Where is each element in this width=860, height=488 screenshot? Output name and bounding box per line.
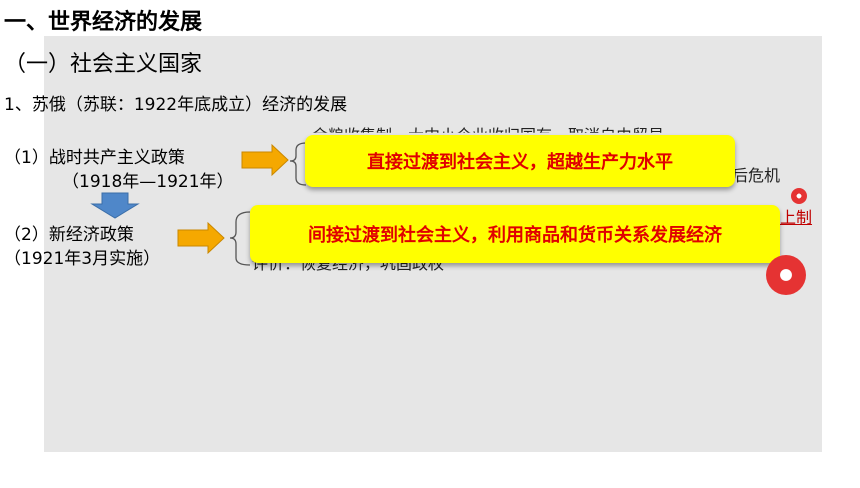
red-link-text[interactable]: 上制	[780, 208, 813, 227]
policy-2-label: （2）新经济政策	[4, 225, 134, 245]
subsection-heading: （一）社会主义国家	[4, 52, 203, 77]
section-heading: 一、世界经济的发展	[4, 10, 203, 35]
policy-1-period: （1918年—1921年）	[62, 172, 234, 192]
wartime-highlight-box: 直接过渡到社会主义，超越生产力水平	[305, 135, 735, 187]
topic-heading: 1、苏俄（苏联：1922年底成立）经济的发展	[4, 95, 348, 115]
bracket-icon-1	[289, 142, 307, 186]
down-arrow-icon	[90, 192, 140, 219]
right-arrow-icon-1	[241, 143, 289, 177]
policy-1-label: （1）战时共产主义政策	[4, 148, 185, 168]
right-arrow-icon-2	[177, 221, 225, 255]
flower-ornament-icon	[766, 255, 806, 295]
nep-evaluation-text: 评价：恢复经济，巩固政权	[252, 254, 445, 273]
crisis-fragment-text: 后危机	[732, 166, 781, 185]
policy-2-period: （1921年3月实施）	[4, 249, 161, 269]
small-ornament-icon	[791, 188, 807, 204]
wartime-detail-text: 余粮收集制，大中小企业收归国有，取消自由贸易	[312, 122, 664, 133]
bracket-icon-2	[229, 211, 251, 266]
nep-highlight-box: 间接过渡到社会主义，利用商品和货币关系发展经济	[250, 205, 780, 263]
